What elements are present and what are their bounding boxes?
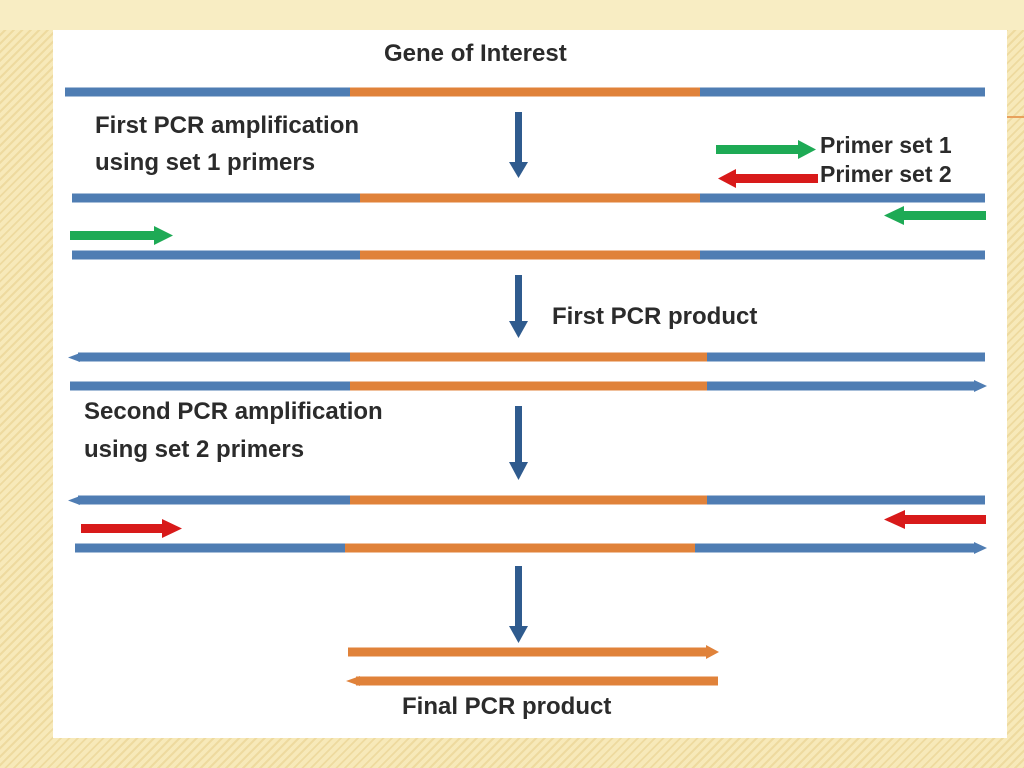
second-pcr-label-line2: using set 2 primers	[84, 436, 304, 463]
strand-pair-2-bottom	[75, 542, 987, 554]
first-pcr-product-label: First PCR product	[552, 303, 757, 330]
strand-pair-2-top	[68, 495, 985, 505]
first-pcr-label-line1: First PCR amplification	[95, 112, 359, 139]
primer-set-1-legend-arrow-icon	[716, 140, 816, 159]
primer-set-2-label: Primer set 2	[820, 161, 952, 187]
second-pcr-label-line1: Second PCR amplification	[84, 398, 383, 425]
final-pcr-product-label: Final PCR product	[402, 693, 611, 720]
flow-arrow-down-icon	[509, 406, 528, 480]
primer-set-1-forward-arrow-icon	[70, 226, 173, 245]
slide-accent-line	[1007, 116, 1024, 118]
primer-set-2-reverse-arrow-icon	[884, 510, 986, 529]
first-pcr-product-strand-bottom	[70, 380, 987, 392]
primer-set-1-reverse-arrow-icon	[884, 206, 986, 225]
primer-set-2-forward-arrow-icon	[81, 519, 182, 538]
flow-arrow-down-icon	[509, 566, 528, 643]
primer-set-2-legend-arrow-icon	[718, 169, 818, 188]
flow-arrow-down-icon	[509, 275, 528, 338]
gene-of-interest-label: Gene of Interest	[384, 40, 567, 67]
flow-arrow-down-icon	[509, 112, 528, 178]
final-pcr-product-strand-bottom	[346, 676, 718, 686]
first-pcr-label-line2: using set 1 primers	[95, 149, 315, 176]
final-pcr-product-strand-top	[348, 645, 719, 659]
primer-set-1-label: Primer set 1	[820, 132, 952, 158]
first-pcr-product-strand-top	[68, 352, 985, 362]
slide-top-band	[0, 0, 1024, 30]
